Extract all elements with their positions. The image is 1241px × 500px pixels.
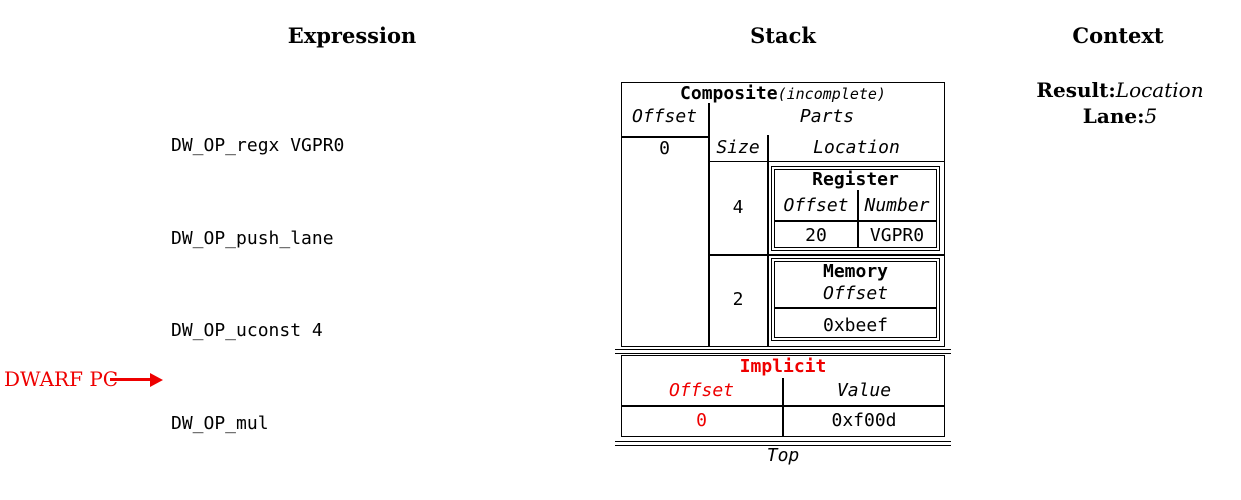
composite-sizeloc-underline [709,160,945,163]
stack-top-separator [615,441,951,446]
composite-offset-value: 0 [659,138,670,159]
register-location-box [771,166,940,251]
register-offset-header: Offset [783,195,849,216]
implicit-header-underline [621,405,945,407]
register-header-underline [775,220,936,222]
context-lane-label: Lane: [1082,104,1145,128]
expression-opcode: DW_OP_uconst 4 [171,320,323,342]
register-number-value: VGPR0 [869,225,925,246]
composite-parts-separator [709,254,945,256]
implicit-offset-value: 0 [696,410,707,431]
implicit-offset-header: Offset [668,380,735,401]
implicit-value: 0xf00d [831,410,897,431]
stack-column-title: Stack [750,23,816,48]
expression-opcode: DW_OP_regx VGPR0 [171,134,345,156]
composite-part-size-value: 4 [732,197,744,218]
memory-offset-value: 0xbeef [822,315,889,336]
composite-offset-underline [621,136,708,138]
expression-opcode: DW_OP_push_lane [171,227,334,249]
composite-offset-header: Offset [631,106,698,127]
dwarf-pc-arrow-shaft [110,378,151,381]
memory-offset-header: Offset [822,283,889,304]
composite-title: Composite [680,83,778,104]
memory-location-box [771,258,940,341]
register-column-divider [857,190,859,247]
implicit-table-title: Implicit [739,356,827,377]
memory-header-underline [775,307,936,309]
composite-offset-parts-divider [708,103,710,347]
implicit-value-header: Value [836,380,892,401]
context-lane-value: 5 [1144,104,1158,128]
composite-part-size-value: 2 [732,289,744,310]
register-table-title: Register [812,169,899,190]
context-result-value: Location [1115,78,1204,102]
stack-entry-composite-box [621,82,945,347]
context-column-title: Context [1072,23,1164,48]
register-offset-value: 20 [805,225,827,246]
composite-qualifier: (incomplete) [777,85,886,103]
register-number-header: Number [864,195,930,216]
composite-header: Composite(incomplete) [622,84,944,105]
expression-opcode: DW_OP_mul [171,412,269,434]
context-result-label: Result: [1036,78,1116,102]
implicit-column-divider [782,378,784,437]
stack-entry-separator [615,349,951,354]
composite-size-header: Size [716,137,760,158]
composite-size-location-divider [767,135,769,347]
composite-location-header: Location [813,137,900,158]
expression-opcode-list: DW_OP_regx VGPR0 DW_OP_push_lane DW_OP_u… [171,69,377,500]
context-lane-line: Lane:5 [1020,105,1220,127]
dwarf-pc-arrow-head-icon [150,372,163,387]
dwarf-pc-label: DWARF PC [4,367,119,391]
memory-table-title: Memory [822,261,889,282]
context-result-line: Result:Location [1020,79,1220,101]
composite-parts-header: Parts [799,106,855,127]
expression-column-title: Expression [287,23,417,48]
stack-top-label: Top [766,445,800,466]
